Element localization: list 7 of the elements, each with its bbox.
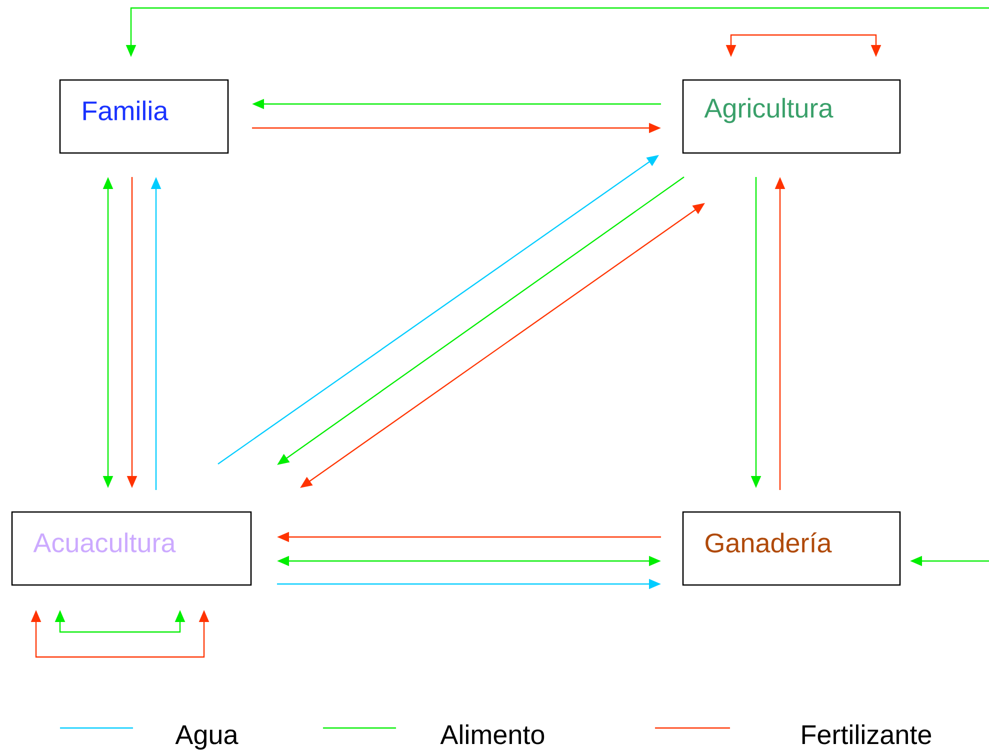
label-box: Familia [59,79,229,154]
legend-label: Fertilizante [802,724,932,744]
label-box: Ganadería [682,511,901,586]
label-box: Agricultura [682,79,901,154]
legend-label: Agua [175,725,238,750]
label-box: Acuacultura [11,511,252,586]
legend-label: Alimento [440,724,544,744]
